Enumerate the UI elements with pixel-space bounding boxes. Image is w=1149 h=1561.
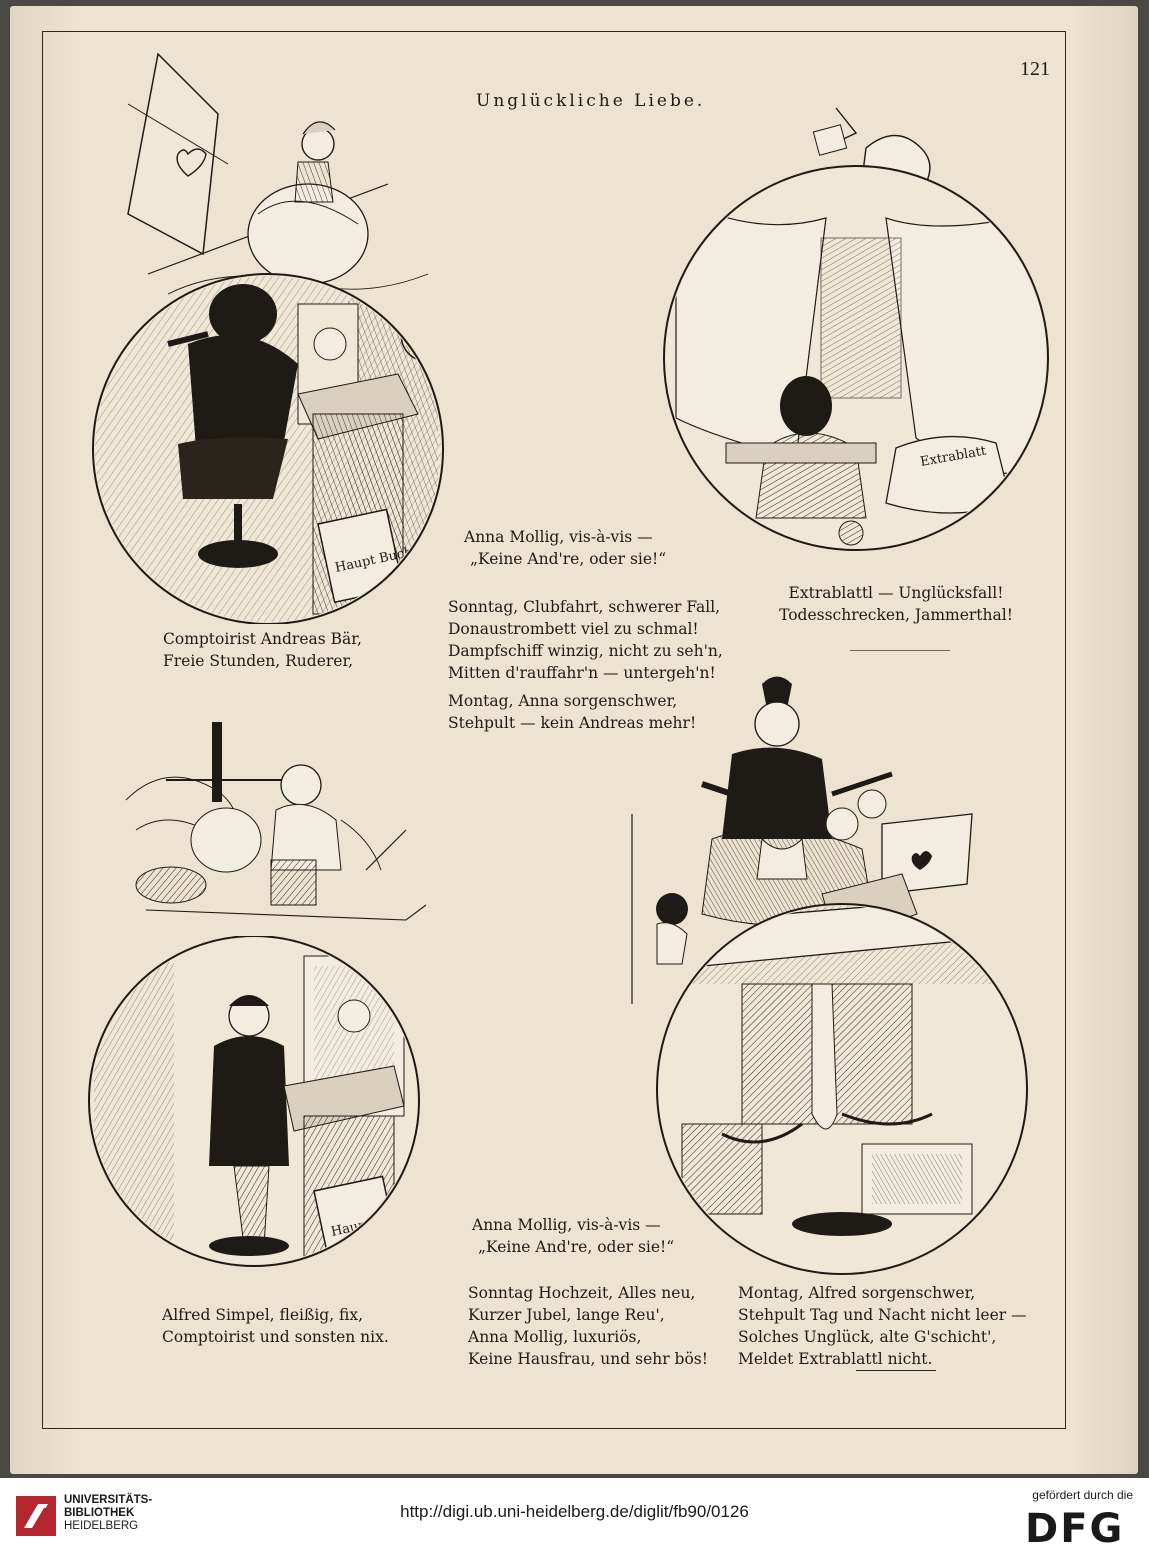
decorative-divider [850, 650, 950, 651]
stanza-7: Montag, Alfred sorgenschwer, Stehpult Ta… [738, 1282, 1027, 1370]
sponsor-note: gefördert durch die [1032, 1488, 1133, 1502]
stanza-3-line-1: Montag, Anna sorgenschwer, [448, 692, 678, 710]
university-library-name: UNIVERSITÄTS- BIBLIOTHEK HEIDELBERG [64, 1494, 152, 1533]
poem-title: Unglückliche Liebe. [476, 91, 706, 111]
illustration-cupid-wedding-goods [106, 710, 436, 940]
stanza-6-line-3: Anna Mollig, luxuriös, [468, 1328, 642, 1346]
document-page: 121 Unglückliche Liebe. [10, 6, 1138, 1474]
stanza-6-line-4: Keine Hausfrau, und sehr bös! [468, 1350, 708, 1368]
andreas-circle-scene: Haupt Buch [92, 273, 444, 624]
stanza-3: Montag, Anna sorgenschwer, Stehpult — ke… [448, 690, 696, 734]
caption-andreas-line-1: Comptoirist Andreas Bär, [163, 630, 362, 648]
stanza-7-line-1: Montag, Alfred sorgenschwer, [738, 1284, 976, 1302]
stanza-2-line-4: Mitten d'rauffahr'n — untergeh'n! [448, 664, 716, 682]
stanza-7-line-2: Stehpult Tag und Nacht nicht leer — [738, 1306, 1027, 1324]
cupid-kite-drawing [127, 52, 429, 295]
permalink-url[interactable]: http://digi.ub.uni-heidelberg.de/diglit/… [400, 1502, 749, 1521]
page-border [42, 31, 1066, 1429]
caption-alfred-line-1: Alfred Simpel, fleißig, fix, [162, 1306, 364, 1324]
stanza-1-line-2: „Keine And're, oder sie!“ [470, 550, 667, 568]
institution-line-1: UNIVERSITÄTS- [64, 1494, 153, 1506]
page-number: 121 [1020, 58, 1050, 80]
end-rule [856, 1370, 936, 1371]
viewer-footer: UNIVERSITÄTS- BIBLIOTHEK HEIDELBERG http… [0, 1478, 1149, 1561]
anna-circle-scene: Extrablatt [663, 165, 1049, 551]
institution-line-2: BIBLIOTHEK [64, 1507, 135, 1519]
stanza-5-line-1: Anna Mollig, vis-à-vis — [472, 1216, 661, 1234]
dfg-logo-text: DFG [1025, 1506, 1124, 1548]
stanza-2-line-2: Donaustrombett viel zu schmal! [448, 620, 699, 638]
dfg-logo: DFG [1023, 1504, 1135, 1552]
illustration-anna-domineering [602, 664, 1032, 1320]
illustration-anna-weeping: Extrablatt [646, 88, 1056, 558]
stanza-1: Anna Mollig, vis-à-vis — „Keine And're, … [464, 526, 666, 570]
stanza-3-line-2: Stehpult — kein Andreas mehr! [448, 714, 697, 732]
stanza-6-line-2: Kurzer Jubel, lange Reu', [468, 1306, 665, 1324]
stanza-5: Anna Mollig, vis-à-vis — „Keine And're, … [472, 1214, 674, 1258]
illustration-andreas-at-desk: Haupt Buch [68, 44, 468, 624]
stanza-5-line-2: „Keine And're, oder sie!“ [478, 1238, 675, 1256]
stanza-1-line-1: Anna Mollig, vis-à-vis — [464, 528, 653, 546]
stanza-4-line-1: Extrablattl — Unglücksfall! [788, 584, 1004, 602]
caption-andreas-line-2: Freie Stunden, Ruderer, [163, 652, 354, 670]
anna-figure-drawing [631, 676, 973, 1004]
stanza-4-line-2: Todesschrecken, Jammerthal! [779, 606, 1013, 624]
caption-alfred: Alfred Simpel, fleißig, fix, Comptoirist… [162, 1304, 389, 1348]
institution-line-3: HEIDELBERG [64, 1520, 139, 1532]
stanza-7-line-3: Solches Unglück, alte G'schicht', [738, 1328, 997, 1346]
stanza-2: Sonntag, Clubfahrt, schwerer Fall, Donau… [448, 596, 723, 684]
stanza-6-line-1: Sonntag Hochzeit, Alles neu, [468, 1284, 696, 1302]
caption-andreas: Comptoirist Andreas Bär, Freie Stunden, … [163, 628, 362, 672]
stanza-2-line-1: Sonntag, Clubfahrt, schwerer Fall, [448, 598, 721, 616]
illustration-alfred-at-desk: Haupt Buch [74, 936, 434, 1276]
stanza-2-line-3: Dampfschiff winzig, nicht zu seh'n, [448, 642, 723, 660]
stanza-6: Sonntag Hochzeit, Alles neu, Kurzer Jube… [468, 1282, 708, 1370]
stanza-4: Extrablattl — Unglücksfall! Todesschreck… [776, 582, 1016, 626]
university-library-logo [14, 1494, 58, 1538]
caption-alfred-line-2: Comptoirist und sonsten nix. [162, 1328, 389, 1346]
stanza-7-line-4: Meldet Extrablattl nicht. [738, 1350, 933, 1368]
alfred-under-desk-scene [656, 903, 1028, 1275]
